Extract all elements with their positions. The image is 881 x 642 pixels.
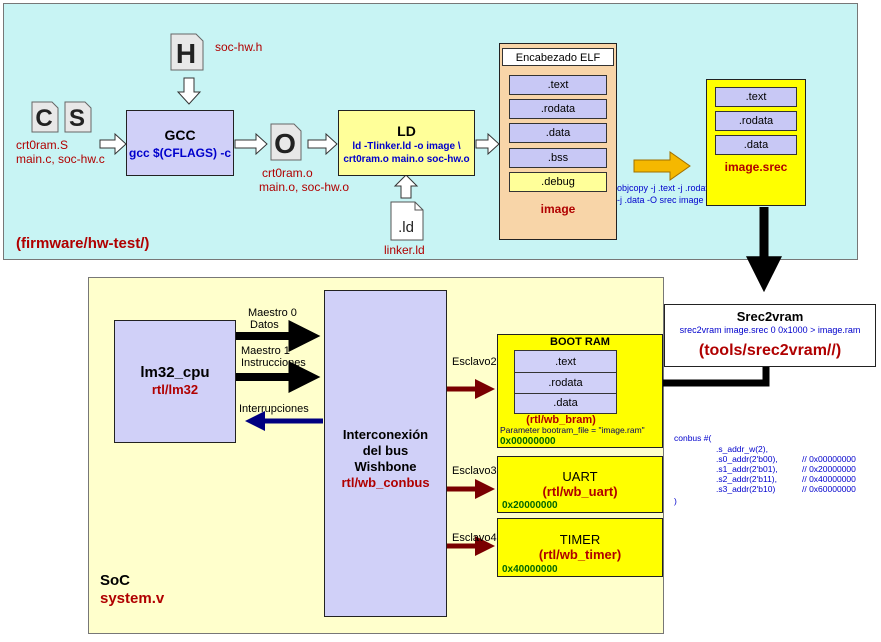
slave2-label: Esclavo2	[452, 356, 497, 368]
gcc-box: GCC gcc $(CFLAGS) -c	[126, 110, 234, 176]
timer-title: TIMER	[559, 532, 601, 547]
soc-label: SoC	[100, 572, 130, 589]
sources-line1: crt0ram.S	[16, 138, 69, 152]
timer-address: 0x40000000	[502, 564, 558, 575]
bootram-address: 0x00000000	[500, 436, 556, 447]
elf-image-box: Encabezado ELF .text .rodata .data .bss …	[499, 43, 617, 240]
conbus-line: .s3_addr(2'b10)	[716, 484, 776, 494]
master0-label-line1: Maestro 0	[248, 307, 297, 319]
srec-section: .text	[715, 87, 797, 107]
bus-title-line2: del bus	[362, 443, 409, 458]
conbus-code: conbus #( .s_addr_w(2), .s0_addr(2'b00),…	[674, 433, 879, 513]
header-file-name: soc-hw.h	[215, 40, 263, 54]
svg-text:S: S	[69, 105, 85, 132]
bootram-param: Parameter bootram_file = "image.ram"	[500, 425, 645, 435]
cpu-path: rtl/lm32	[151, 382, 199, 397]
flow-arrow-gcc-to-obj	[234, 132, 268, 156]
bus-path: rtl/wb_conbus	[341, 475, 430, 490]
slave3-label: Esclavo3	[452, 465, 497, 477]
conbus-line: .s0_addr(2'b00),	[716, 454, 778, 464]
conbus-comment: // 0x20000000	[802, 464, 856, 474]
flow-arrow-linker-to-ld	[393, 174, 419, 199]
elf-name: image	[540, 202, 576, 216]
bus-box: Interconexión del bus Wishbone rtl/wb_co…	[324, 290, 447, 617]
ld-title: LD	[397, 123, 416, 139]
conbus-comment: // 0x40000000	[802, 474, 856, 484]
bus-title-line3: Wishbone	[354, 459, 417, 474]
srec2vram-title: Srec2vram	[736, 309, 804, 324]
srec-name: image.srec	[724, 160, 788, 174]
master1-label-line1: Maestro 1	[241, 345, 290, 357]
sources-line2: main.c, soc-hw.c	[16, 152, 105, 166]
conbus-line: .s_addr_w(2),	[716, 444, 768, 454]
bootram-box: BOOT RAM .text .rodata .data (rtl/wb_bra…	[497, 334, 663, 448]
bootram-inner: .text .rodata .data	[514, 350, 617, 414]
flow-arrow-h-to-gcc	[176, 77, 202, 105]
uart-address: 0x20000000	[502, 500, 558, 511]
asm-source-icon: S	[63, 100, 93, 134]
flow-arrow-obj-to-ld	[307, 132, 338, 156]
conbus-comment: // 0x60000000	[802, 484, 856, 494]
bootram-section: .rodata	[515, 373, 616, 394]
gcc-command: gcc $(CFLAGS) -c	[128, 146, 231, 160]
elf-section: .text	[509, 75, 607, 95]
svg-text:H: H	[176, 38, 196, 69]
timer-box: TIMER (rtl/wb_timer) 0x40000000	[497, 518, 663, 577]
elf-header: Encabezado ELF	[502, 48, 614, 66]
conbus-line: .s2_addr(2'b11),	[716, 474, 778, 484]
srec-section: .rodata	[715, 111, 797, 131]
arrow-srec2vram-to-bootram	[627, 366, 770, 397]
linker-file-icon: .ld	[388, 200, 426, 242]
srec2vram-box: Srec2vram srec2vram image.srec 0 0x1000 …	[664, 304, 876, 367]
uart-path: (rtl/wb_uart)	[542, 484, 618, 499]
ld-command-line2: crt0ram.o main.o soc-hw.o	[343, 154, 470, 165]
srec-box: .text .rodata .data image.srec	[706, 79, 806, 206]
elf-section: .rodata	[509, 99, 607, 119]
objcopy-line1: objcopy -j .text -j .rodata \	[617, 183, 719, 193]
uart-title: UART	[562, 469, 598, 484]
flow-arrow-src-to-gcc	[99, 132, 127, 156]
timer-path: (rtl/wb_timer)	[538, 547, 622, 562]
master0-label-line2: Datos	[250, 319, 279, 331]
svg-text:C: C	[35, 105, 52, 132]
elf-section: .debug	[509, 172, 607, 192]
bus-title-line1: Interconexión	[342, 427, 429, 442]
svg-text:O: O	[274, 128, 296, 159]
firmware-label: (firmware/hw-test/)	[16, 235, 150, 252]
cpu-box: lm32_cpu rtl/lm32	[114, 320, 236, 443]
objects-line1: crt0ram.o	[262, 166, 313, 180]
cpu-title: lm32_cpu	[140, 364, 210, 381]
bootram-section: .data	[553, 397, 578, 409]
linker-icon-text: .ld	[398, 219, 414, 236]
linker-file-name: linker.ld	[384, 243, 425, 257]
conbus-line: .s1_addr(2'b01),	[716, 464, 778, 474]
uart-box: UART (rtl/wb_uart) 0x20000000	[497, 456, 663, 513]
srec2vram-command: srec2vram image.srec 0 0x1000 > image.ra…	[679, 325, 861, 335]
conbus-comment: // 0x00000000	[802, 454, 856, 464]
bootram-section: .text	[515, 352, 616, 373]
srec-section: .data	[715, 135, 797, 155]
header-file-icon: H	[168, 32, 206, 72]
objcopy-line2: -j .data -O srec image image.srec	[617, 195, 751, 205]
objcopy-arrow	[633, 151, 691, 181]
flow-arrow-ld-to-elf	[475, 132, 500, 156]
objects-line2: main.o, soc-hw.o	[259, 180, 350, 194]
c-source-icon: C	[30, 100, 60, 134]
ld-box: LD ld -Tlinker.ld -o image \ crt0ram.o m…	[338, 110, 475, 176]
interrupts-label: Interrupciones	[239, 403, 309, 415]
bootram-title: BOOT RAM	[550, 336, 610, 348]
ld-command-line1: ld -Tlinker.ld -o image \	[352, 141, 461, 152]
elf-section: .bss	[509, 148, 607, 168]
conbus-line: )	[674, 496, 677, 506]
object-file-icon: O	[268, 122, 304, 162]
bootram-path: (rtl/wb_bram)	[526, 414, 596, 426]
conbus-line: conbus #(	[674, 433, 712, 443]
master1-label-line2: Instrucciones	[241, 357, 306, 369]
elf-section: .data	[509, 123, 607, 143]
srec2vram-path: (tools/srec2vram//)	[698, 342, 842, 359]
slave4-label: Esclavo4	[452, 532, 497, 544]
gcc-title: GCC	[164, 127, 196, 143]
soc-file: system.v	[100, 590, 165, 607]
